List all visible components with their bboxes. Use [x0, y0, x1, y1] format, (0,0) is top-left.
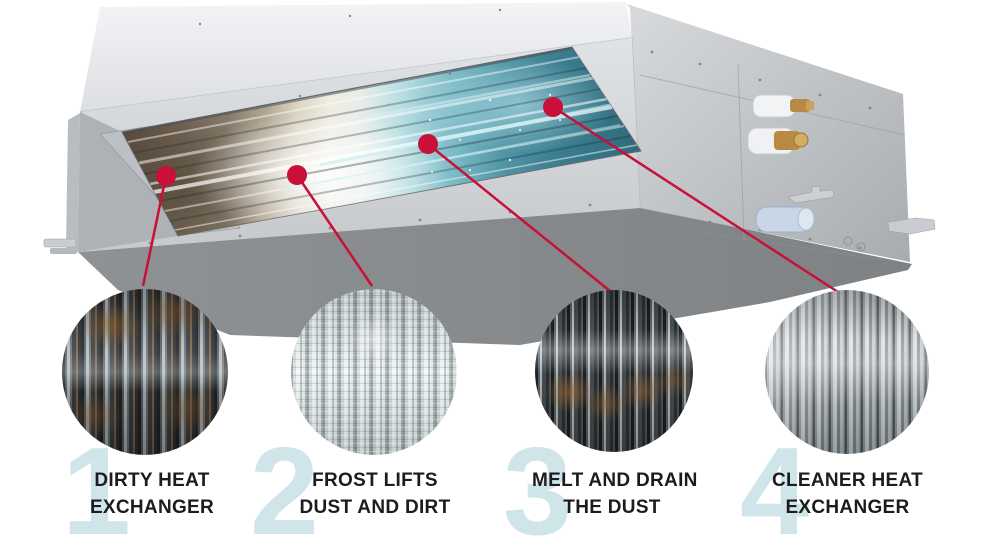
- step-2-label-line2: DUST AND DIRT: [299, 497, 451, 518]
- drain-pipe: [755, 206, 815, 233]
- step-1-number: 1: [62, 423, 131, 557]
- callout-line-1: [141, 175, 168, 287]
- mid-mount-bracket: [787, 185, 835, 204]
- front-left-inner-wall: [78, 112, 178, 252]
- panel-bottom-seam: [699, 231, 886, 261]
- step-2-number: 2: [250, 423, 319, 557]
- magnified-view-frosted-fins: [291, 289, 457, 455]
- magnified-view-melting-fins: [535, 290, 693, 452]
- step-1-label-line1: DIRTY HEAT: [94, 470, 210, 491]
- refrigerant-pipe-large: [747, 127, 809, 155]
- screws: [148, 8, 872, 250]
- step-2-label: FROST LIFTS DUST AND DIRT: [295, 467, 455, 521]
- step-4-number: 4: [740, 423, 809, 557]
- unit-underside: [78, 207, 912, 345]
- refrigerant-pipe-small: [752, 94, 814, 118]
- step-3-number: 3: [503, 423, 572, 557]
- step-3-label: MELT AND DRAIN THE DUST: [532, 467, 698, 521]
- callout-line-4: [552, 105, 839, 294]
- callout-dot-2: [287, 165, 307, 185]
- magnified-view-dirty-fins: [62, 289, 228, 455]
- callout-line-2: [295, 174, 374, 287]
- callout-line-3: [427, 143, 611, 292]
- panel-seam-vertical: [737, 63, 745, 241]
- step-3-label-line1: MELT AND DRAIN: [532, 470, 698, 491]
- step-1-label-line2: EXCHANGER: [89, 497, 215, 518]
- callout-lines: [141, 105, 839, 294]
- unit-left-end: [66, 113, 80, 252]
- callout-dot-4: [543, 97, 563, 117]
- callout-dots: [156, 97, 563, 186]
- knockout-holes: [843, 236, 866, 252]
- step-4-label-line2: EXCHANGER: [785, 497, 910, 518]
- step-3-label-line2: THE DUST: [563, 497, 661, 518]
- callout-dot-3: [418, 134, 438, 154]
- step-4-label-line1: CLEANER HEAT: [771, 470, 924, 491]
- right-hanger-bracket: [887, 217, 936, 235]
- left-hanger-bracket-2: [50, 248, 77, 254]
- step-4-label: CLEANER HEAT EXCHANGER: [765, 467, 930, 521]
- step-1-label: DIRTY HEAT EXCHANGER: [72, 467, 232, 521]
- magnified-view-clean-fins: [765, 290, 929, 454]
- callout-dot-1: [156, 166, 176, 186]
- left-hanger-bracket: [43, 238, 77, 248]
- unit-top-face: [80, 2, 632, 112]
- step-2-label-line1: FROST LIFTS: [312, 470, 438, 491]
